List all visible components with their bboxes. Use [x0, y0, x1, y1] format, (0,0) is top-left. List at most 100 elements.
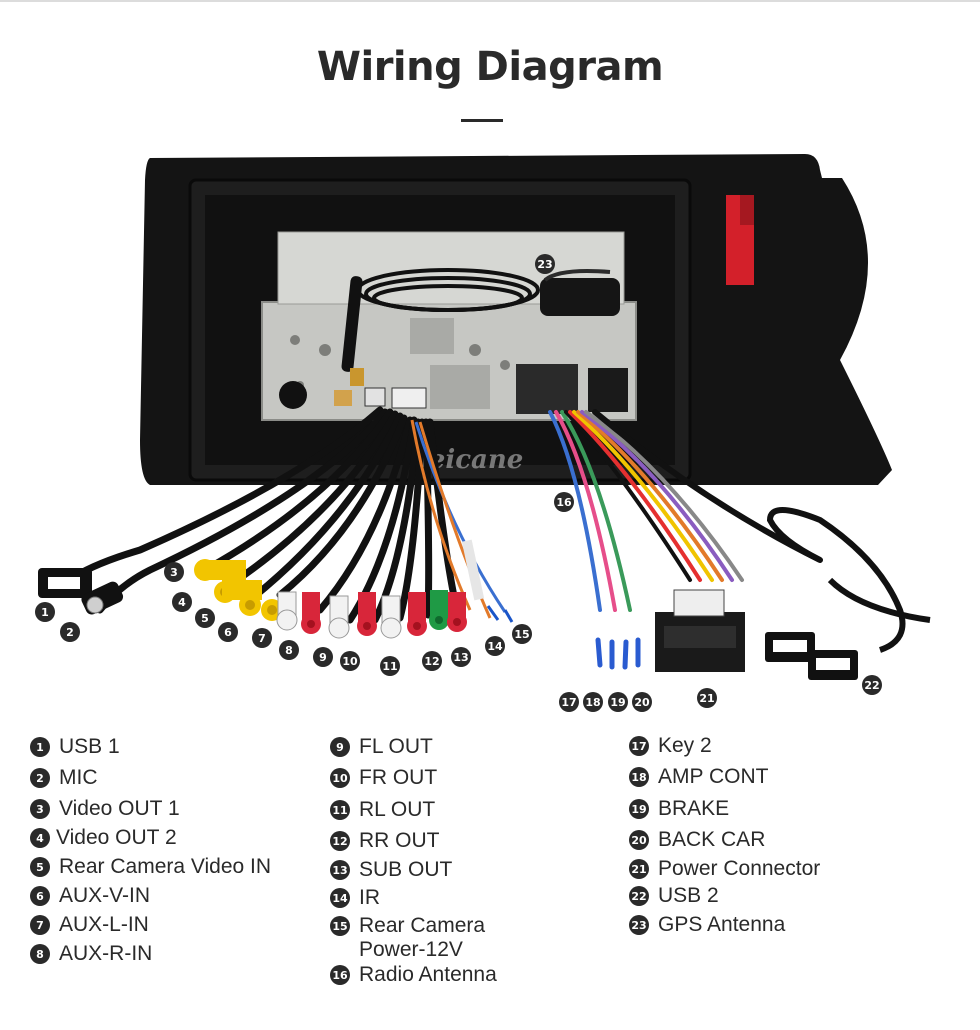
svg-text:21: 21 [699, 692, 714, 705]
callout-16: 16 [554, 492, 574, 512]
svg-text:2: 2 [66, 626, 74, 639]
main-harness-socket [516, 364, 578, 414]
legend-label: AMP CONT [658, 765, 769, 788]
svg-text:3: 3 [170, 566, 178, 579]
svg-text:20: 20 [634, 696, 650, 709]
callout-8: 8 [279, 640, 299, 660]
wifi-antenna [341, 276, 363, 372]
callout-3: 3 [164, 562, 184, 582]
legend-item: 3 Video OUT 1 [30, 797, 180, 821]
callout-1: 1 [35, 602, 55, 622]
svg-text:17: 17 [561, 696, 576, 709]
badge: 18 [629, 767, 649, 787]
legend-item: 18 AMP CONT [629, 765, 768, 789]
page-title: Wiring Diagram [316, 44, 664, 90]
svg-text:19: 19 [610, 696, 625, 709]
legend-item: 23 GPS Antenna [629, 913, 785, 937]
svg-text:18: 18 [585, 696, 600, 709]
wire-tips [595, 637, 641, 670]
svg-text:1: 1 [41, 606, 49, 619]
legend-item: 5 Rear Camera Video IN [30, 855, 271, 879]
callout-5: 5 [195, 608, 215, 628]
callout-23: 23 [535, 254, 555, 274]
legend-item: 16 Radio Antenna [330, 963, 497, 987]
badge: 20 [629, 830, 649, 850]
legend-label: RR OUT [359, 829, 440, 852]
badge: 3 [30, 799, 50, 819]
legend-item: 20 BACK CAR [629, 828, 765, 852]
legend-label: Power Connector [658, 857, 821, 880]
top-divider [0, 0, 980, 2]
badge: 13 [330, 860, 350, 880]
badge: 22 [629, 886, 649, 906]
badge: 11 [330, 800, 350, 820]
svg-text:16: 16 [556, 496, 572, 509]
badge: 7 [30, 915, 50, 935]
badge: 10 [330, 768, 350, 788]
badge: 1 [30, 737, 50, 757]
legend-item: 4 Video OUT 2 [30, 826, 177, 850]
callout-13: 13 [451, 647, 471, 667]
legend-label: AUX-R-IN [59, 942, 153, 965]
title-underline [461, 119, 503, 122]
legend-label: IR [359, 886, 380, 909]
svg-text:14: 14 [487, 640, 503, 653]
badge: 16 [330, 965, 350, 985]
badge: 2 [30, 768, 50, 788]
callout-9: 9 [313, 647, 333, 667]
legend-label: Video OUT 1 [59, 797, 180, 820]
callout-12: 12 [422, 651, 442, 671]
callout-20: 20 [632, 692, 652, 712]
badge: 9 [330, 737, 350, 757]
callout-10: 10 [340, 651, 360, 671]
badge: 12 [330, 831, 350, 851]
legend-label: USB 1 [59, 735, 120, 758]
badge: 4 [30, 828, 50, 848]
callout-14: 14 [485, 636, 505, 656]
callouts: 1 2 3 4 5 6 7 8 9 10 11 12 13 14 15 16 1… [35, 254, 882, 712]
gps-antenna [540, 278, 620, 316]
badge: 14 [330, 888, 350, 908]
badge: 19 [629, 799, 649, 819]
svg-text:9: 9 [319, 651, 327, 664]
svg-text:7: 7 [258, 632, 266, 645]
badge: 6 [30, 886, 50, 906]
callout-2: 2 [60, 622, 80, 642]
callout-18: 18 [583, 692, 603, 712]
legend-label: Rear Camera Video IN [59, 855, 272, 878]
legend-label: Video OUT 2 [56, 826, 177, 849]
svg-text:22: 22 [864, 679, 879, 692]
badge: 23 [629, 915, 649, 935]
badge: 5 [30, 857, 50, 877]
callout-15: 15 [512, 624, 532, 644]
legend-label: MIC [59, 766, 98, 789]
legend-label: BACK CAR [658, 828, 766, 851]
callout-6: 6 [218, 622, 238, 642]
legend-label: AUX-V-IN [59, 884, 151, 907]
callout-21: 21 [697, 688, 717, 708]
legend-label: FR OUT [359, 766, 438, 789]
svg-text:10: 10 [342, 655, 358, 668]
legend-label: Key 2 [658, 734, 712, 757]
svg-text:8: 8 [285, 644, 293, 657]
svg-text:12: 12 [424, 655, 439, 668]
legend-item: 14 IR [330, 886, 380, 910]
legend-label: GPS Antenna [658, 913, 786, 936]
svg-text:6: 6 [224, 626, 232, 639]
callout-11: 11 [380, 656, 400, 676]
legend-item: 6 AUX-V-IN [30, 884, 150, 908]
legend-label: Rear Camera Power-12V [359, 914, 486, 961]
svg-text:15: 15 [514, 628, 529, 641]
legend-label: Radio Antenna [359, 963, 497, 986]
wiring-photo: Seicane [35, 154, 931, 712]
legend-item: 10 FR OUT [330, 766, 437, 790]
